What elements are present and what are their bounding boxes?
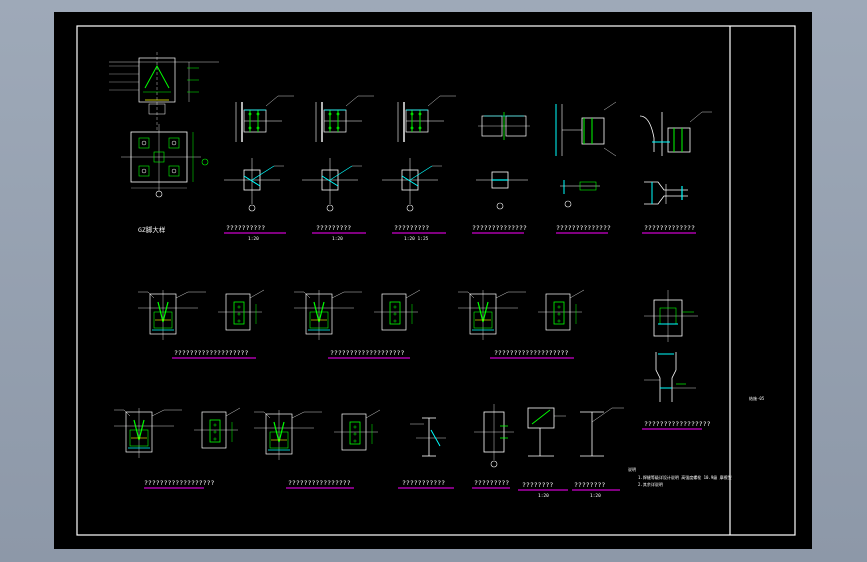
svg-text:1:20 1:25: 1:20 1:25 <box>404 236 429 242</box>
svg-text:????????????????: ???????????????? <box>288 479 351 487</box>
sheet-number: 结施-05 <box>749 395 765 401</box>
svg-text:?????????????????: ????????????????? <box>644 420 711 428</box>
detail-splice-a: ??????????????????? <box>137 289 265 359</box>
general-notes: 说明 1.焊缝等级详设计说明 高强度螺栓 10.9级 摩擦型 2.其余详说明 <box>628 466 732 487</box>
svg-text:???????????: ??????????? <box>402 479 445 487</box>
svg-text:??????????????: ?????????????? <box>556 224 611 232</box>
svg-text:??????????????: ?????????????? <box>472 224 527 232</box>
svg-text:??????????????????: ?????????????????? <box>144 479 215 487</box>
svg-text:?????????: ????????? <box>316 224 351 232</box>
detail-splice-d: ?????????????????? <box>113 407 241 489</box>
svg-text:1:20: 1:20 <box>248 236 259 242</box>
detail-column-base: GZ脚大样 <box>109 52 219 234</box>
svg-text:1:20: 1:20 <box>332 236 343 242</box>
detail-stiffener-2: ???????? 1:20 <box>572 407 624 499</box>
detail-section-i: ??????????? <box>398 417 454 489</box>
detail-column-cap: ????????????????? <box>642 290 711 430</box>
svg-text:????????: ???????? <box>574 481 605 489</box>
detail-beam-column-2: ????????? 1:20 <box>301 95 375 242</box>
detail-web-plate: ????????? <box>472 404 514 489</box>
drawing-sheet: 结施-05 <box>76 25 796 536</box>
svg-text:说明: 说明 <box>628 466 636 472</box>
detail-beam-column-1: ?????????? 1:20 <box>223 95 295 242</box>
detail-stiffener-1: ???????? 1:20 <box>518 407 568 499</box>
svg-text:??????????: ?????????? <box>226 224 265 232</box>
detail-column-web: ?????????????? <box>555 101 617 234</box>
detail-splice-b: ??????????????????? <box>293 289 421 359</box>
detail-beam-splice: ?????????????? <box>472 112 530 234</box>
detail-splice-e: ???????????????? <box>253 409 381 489</box>
svg-text:1.焊缝等级详设计说明 高强度螺栓 10.9级 摩擦型: 1.焊缝等级详设计说明 高强度螺栓 10.9级 摩擦型 <box>638 474 732 480</box>
sheet-frame <box>76 25 796 536</box>
svg-text:1:20: 1:20 <box>590 493 601 499</box>
svg-text:???????????????????: ??????????????????? <box>494 349 568 357</box>
svg-text:2.其余详说明: 2.其余详说明 <box>638 481 663 487</box>
detail-splice-c: ??????????????????? <box>457 289 585 359</box>
svg-text:???????????????????: ??????????????????? <box>330 349 404 357</box>
svg-text:?????????: ????????? <box>474 479 509 487</box>
svg-text:???????????????????: ??????????????????? <box>174 349 248 357</box>
detail-haunch: ????????????? <box>639 111 712 234</box>
svg-text:????????: ???????? <box>522 481 553 489</box>
cad-model-viewport[interactable]: 结施-05 <box>54 12 812 549</box>
svg-text:GZ脚大样: GZ脚大样 <box>138 225 166 234</box>
detail-beam-column-3: ????????? 1:20 1:25 <box>381 95 457 242</box>
svg-text:?????????: ????????? <box>394 224 429 232</box>
svg-text:1:20: 1:20 <box>538 493 549 499</box>
svg-text:?????????????: ????????????? <box>644 224 695 232</box>
